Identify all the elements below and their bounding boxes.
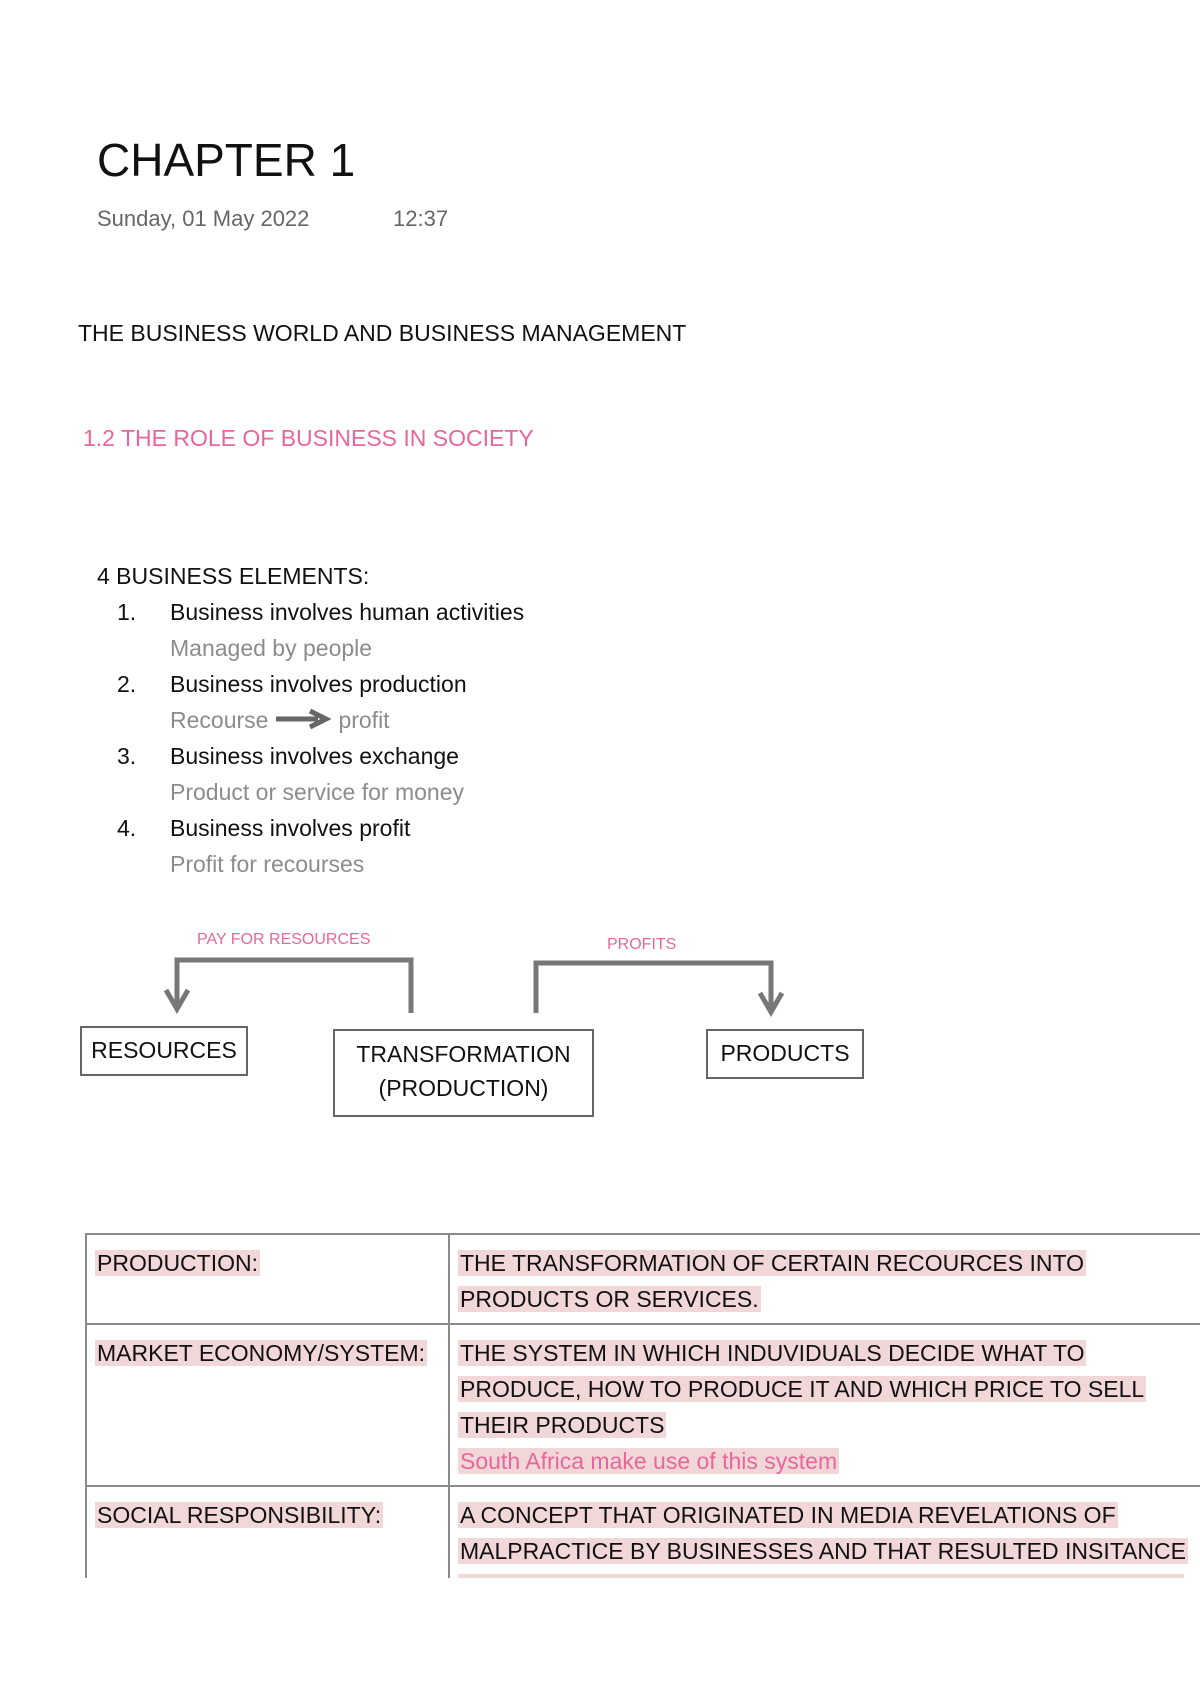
detail-to: profit <box>338 707 390 733</box>
table-row: PRODUCTION: THE TRANSFORMATION OF CERTAI… <box>85 1233 1200 1325</box>
page-date: Sunday, 01 May 2022 <box>97 206 310 231</box>
document-heading: THE BUSINESS WORLD AND BUSINESS MANAGEME… <box>78 320 687 346</box>
list-item-detail: Product or service for money <box>170 779 465 805</box>
list-item-number: 3. <box>117 743 137 769</box>
pay-connector <box>174 957 414 1013</box>
pay-arrowhead <box>163 988 191 1014</box>
flow-label-profits: PROFITS <box>607 936 677 953</box>
table-row: SOCIAL RESPONSIBILITY: A CONCEPT THAT OR… <box>85 1485 1200 1578</box>
list-item-detail: Managed by people <box>170 635 373 661</box>
definitions-clip: PRODUCTION: THE TRANSFORMATION OF CERTAI… <box>85 1233 1200 1578</box>
list-item-heading: Business involves exchange <box>170 743 459 769</box>
products-box: PRODUCTS <box>706 1029 864 1079</box>
list-item-number: 1. <box>117 599 137 625</box>
table-row: MARKET ECONOMY/SYSTEM: THE SYSTEM IN WHI… <box>85 1323 1200 1487</box>
page-title: CHAPTER 1 <box>97 134 356 186</box>
definition-term: MARKET ECONOMY/SYSTEM: <box>85 1323 450 1487</box>
list-item-detail: Recourse profit <box>170 705 390 737</box>
definition-text: THE TRANSFORMATION OF CERTAIN RECOURCES … <box>448 1233 1200 1325</box>
elements-title: 4 BUSINESS ELEMENTS: <box>97 563 370 589</box>
definition-term: PRODUCTION: <box>85 1233 450 1325</box>
definitions-table: PRODUCTION: THE TRANSFORMATION OF CERTAI… <box>85 1233 1200 1578</box>
page-time: 12:37 <box>393 206 449 231</box>
list-item-number: 2. <box>117 671 137 697</box>
list-item-number: 4. <box>117 815 137 841</box>
resources-box: RESOURCES <box>80 1026 248 1076</box>
right-arrow-icon <box>274 707 333 737</box>
definition-text: THE SYSTEM IN WHICH INDUVIDUALS DECIDE W… <box>448 1323 1200 1487</box>
flow-label-pay: PAY FOR RESOURCES <box>197 931 371 948</box>
definition-term: SOCIAL RESPONSIBILITY: <box>85 1485 450 1578</box>
profit-arrowhead <box>757 991 785 1017</box>
list-item-heading: Business involves profit <box>170 815 411 841</box>
flow-connectors <box>163 957 785 1017</box>
list-item-heading: Business involves production <box>170 671 467 697</box>
definition-text: A CONCEPT THAT ORIGINATED IN MEDIA REVEL… <box>448 1485 1200 1578</box>
definition-note: South Africa make use of this system <box>458 1448 840 1474</box>
list-item-detail: Profit for recourses <box>170 851 365 877</box>
detail-from: Recourse <box>170 707 269 733</box>
profit-connector <box>533 960 774 1013</box>
transformation-box: TRANSFORMATION (PRODUCTION) <box>333 1029 594 1117</box>
list-item-heading: Business involves human activities <box>170 599 525 625</box>
section-heading: 1.2 THE ROLE OF BUSINESS IN SOCIETY <box>83 425 534 451</box>
